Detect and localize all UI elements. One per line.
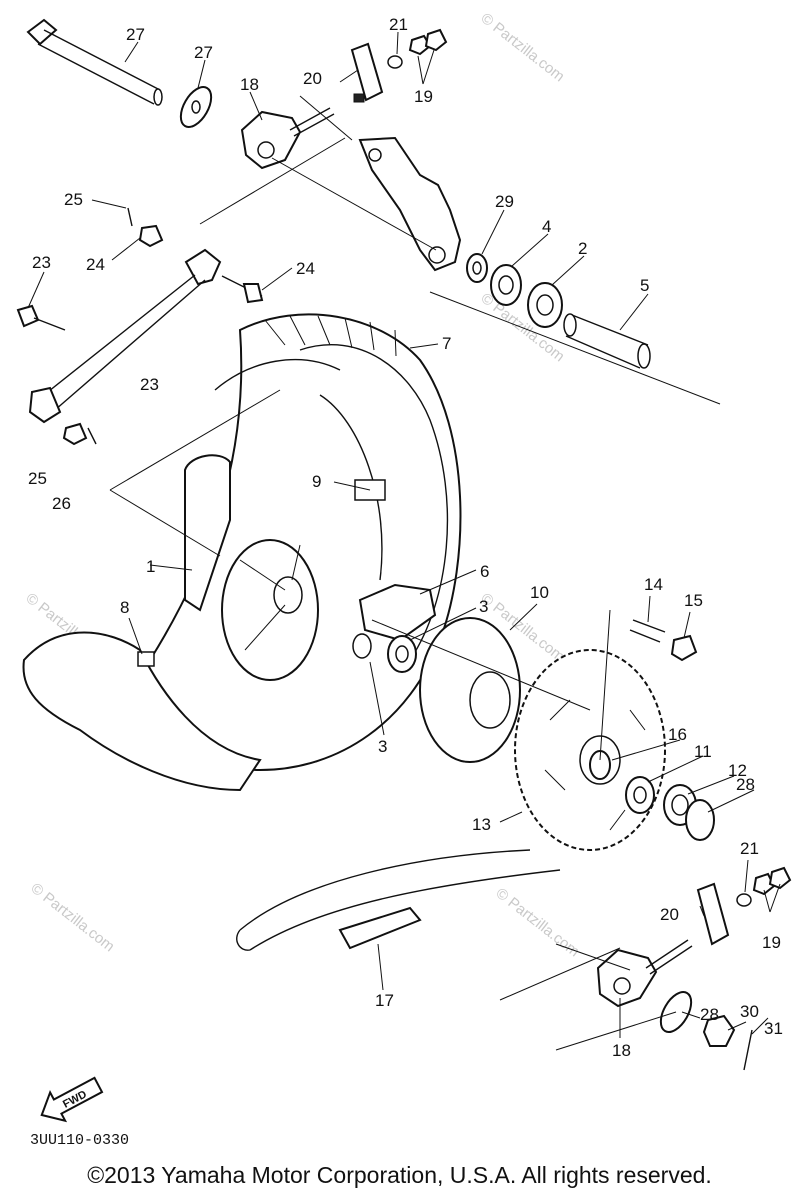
fwd-arrow: FWD	[40, 1076, 104, 1123]
chain-adjuster-left	[240, 107, 335, 170]
bearing-11	[625, 776, 655, 814]
callout-20: 20	[303, 69, 322, 88]
callout-28: 28	[736, 775, 755, 794]
collar-29	[466, 253, 488, 283]
callout-31: 31	[764, 1019, 783, 1038]
callout-25: 26	[52, 494, 71, 513]
chain-adjuster-right	[596, 939, 693, 1008]
axle-nut-30	[702, 1014, 736, 1047]
leader-lines	[27, 31, 781, 1051]
callout-6: 6	[480, 562, 489, 581]
callout-1: 1	[146, 557, 155, 576]
valve-8	[137, 651, 155, 667]
callout-23: 24	[296, 259, 315, 278]
callout-13: 13	[472, 815, 491, 834]
bearing-2	[527, 282, 563, 328]
clutch-damper	[358, 583, 437, 642]
bearing-3	[352, 633, 417, 673]
callout-21: 21	[389, 15, 408, 34]
collar-28	[685, 799, 715, 841]
axle-washer	[179, 86, 213, 128]
washer-nut-bottom	[736, 866, 792, 907]
callout-7: 7	[442, 334, 451, 353]
callout-5: 5	[640, 276, 649, 295]
caliper-bracket	[358, 136, 462, 272]
callout-21: 21	[740, 839, 759, 858]
callout-27: 27	[194, 43, 213, 62]
adjuster-plate-top	[350, 42, 384, 103]
callout-22: 23	[140, 375, 159, 394]
callout-9: 9	[312, 472, 321, 491]
callout-23: 23	[32, 253, 51, 272]
callout-19: 19	[762, 933, 781, 952]
watermark: © Partzilla.com	[28, 880, 118, 956]
callout-14: 14	[644, 575, 663, 594]
callout-26: 27	[126, 25, 145, 44]
callout-3: 3	[378, 737, 387, 756]
callout-24: 24	[86, 255, 105, 274]
rear-axle	[26, 18, 163, 106]
callout-17: 17	[375, 991, 394, 1010]
rear-wheel	[22, 313, 462, 792]
nuts-pins	[62, 207, 164, 446]
adjuster-plate-bottom	[696, 882, 730, 946]
callout-19: 19	[414, 87, 433, 106]
sprocket-stud-nut	[629, 619, 698, 662]
callout-29: 29	[495, 192, 514, 211]
callout-8: 8	[120, 598, 129, 617]
callout-labels: 27 27 18 20 21 19 29 4 2 5 25 24 23 24 7…	[28, 15, 783, 1060]
callout-18: 18	[240, 75, 259, 94]
callout-25: 25	[64, 190, 83, 209]
callout-24: 25	[28, 469, 47, 488]
callout-3: 3	[479, 597, 488, 616]
drive-chain	[236, 849, 561, 951]
callout-2: 2	[578, 239, 587, 258]
copyright-notice: ©2013 Yamaha Motor Corporation, U.S.A. A…	[87, 1162, 712, 1188]
callout-4: 4	[542, 217, 551, 236]
torque-bolts	[16, 275, 264, 331]
callout-10: 10	[530, 583, 549, 602]
callout-15: 15	[684, 591, 703, 610]
oil-seal-4	[490, 264, 522, 306]
callout-12: 12	[728, 761, 747, 780]
rear-sprocket	[514, 649, 666, 851]
callout-16: 16	[668, 725, 687, 744]
spacer-5	[563, 313, 651, 369]
callout-20: 20	[660, 905, 679, 924]
collar-16	[589, 750, 611, 780]
diagram-code: 3UU110-0330	[30, 1132, 130, 1149]
callout-11: 11	[694, 742, 712, 761]
callout-30: 30	[740, 1002, 759, 1021]
watermark: © Partzilla.com	[478, 10, 568, 86]
sprocket-hub	[419, 617, 521, 763]
callout-18: 18	[612, 1041, 631, 1060]
torque-rod	[28, 248, 222, 424]
washer-nut-top	[387, 28, 448, 69]
cotter-pin-31	[743, 1029, 753, 1071]
callout-27: 28	[700, 1005, 719, 1024]
